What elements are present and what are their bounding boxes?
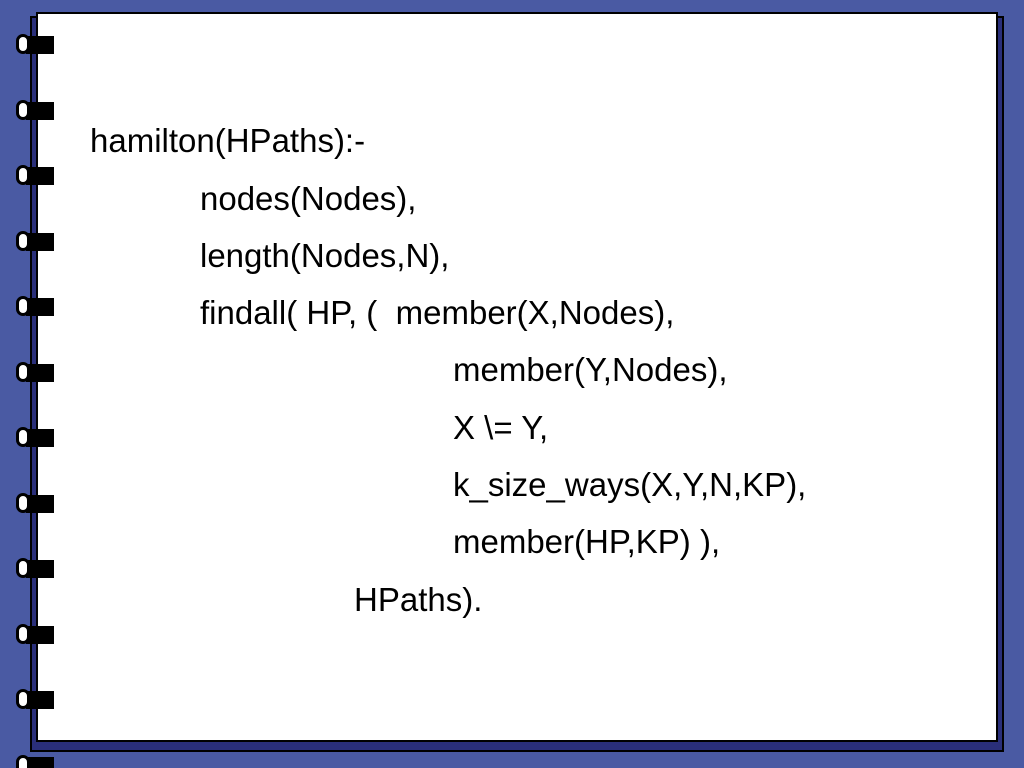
ring-bar [26,36,54,54]
code-line-6: X \= Y, [453,409,549,446]
ring-hole [16,165,30,185]
ring-bar [26,167,54,185]
ring-hole [16,492,30,513]
code-line-9: HPaths). [354,581,483,618]
binder-ring-icon [12,556,54,582]
binder-rings [12,30,56,768]
binder-ring-icon [12,491,54,517]
ring-bar [26,756,54,768]
code-line-3: length(Nodes,N), [200,237,450,274]
binder-ring-icon [12,294,54,320]
ring-hole [16,754,30,768]
ring-bar [26,494,54,513]
binder-ring-icon [12,163,54,189]
ring-hole [16,558,30,578]
ring-hole [16,230,30,251]
ring-bar [26,298,54,316]
ring-bar [26,429,54,447]
binder-ring-icon [12,753,54,768]
binder-ring-icon [12,687,54,713]
binder-ring-icon [12,229,54,255]
binder-ring-icon [12,98,54,124]
ring-bar [26,560,54,578]
ring-bar [26,232,54,251]
slide-page: hamilton(HPaths):- nodes(Nodes), length(… [36,12,998,742]
code-line-4: findall( HP, ( member(X,Nodes), [200,294,675,331]
ring-hole [16,296,30,316]
code-line-2: nodes(Nodes), [200,180,417,217]
ring-hole [16,427,30,447]
ring-bar [26,625,54,644]
ring-bar [26,691,54,709]
binder-ring-icon [12,32,54,58]
binder-ring-icon [12,360,54,386]
ring-hole [16,99,30,120]
code-line-5: member(Y,Nodes), [453,351,728,388]
code-line-7: k_size_ways(X,Y,N,KP), [453,466,807,503]
code-line-8: member(HP,KP) ), [453,523,721,560]
code-block: hamilton(HPaths):- nodes(Nodes), length(… [38,14,996,740]
ring-hole [16,34,30,54]
ring-hole [16,623,30,644]
ring-hole [16,361,30,382]
ring-bar [26,363,54,382]
binder-ring-icon [12,425,54,451]
ring-hole [16,689,30,709]
ring-bar [26,101,54,120]
code-line-1: hamilton(HPaths):- [90,122,366,159]
binder-ring-icon [12,622,54,648]
